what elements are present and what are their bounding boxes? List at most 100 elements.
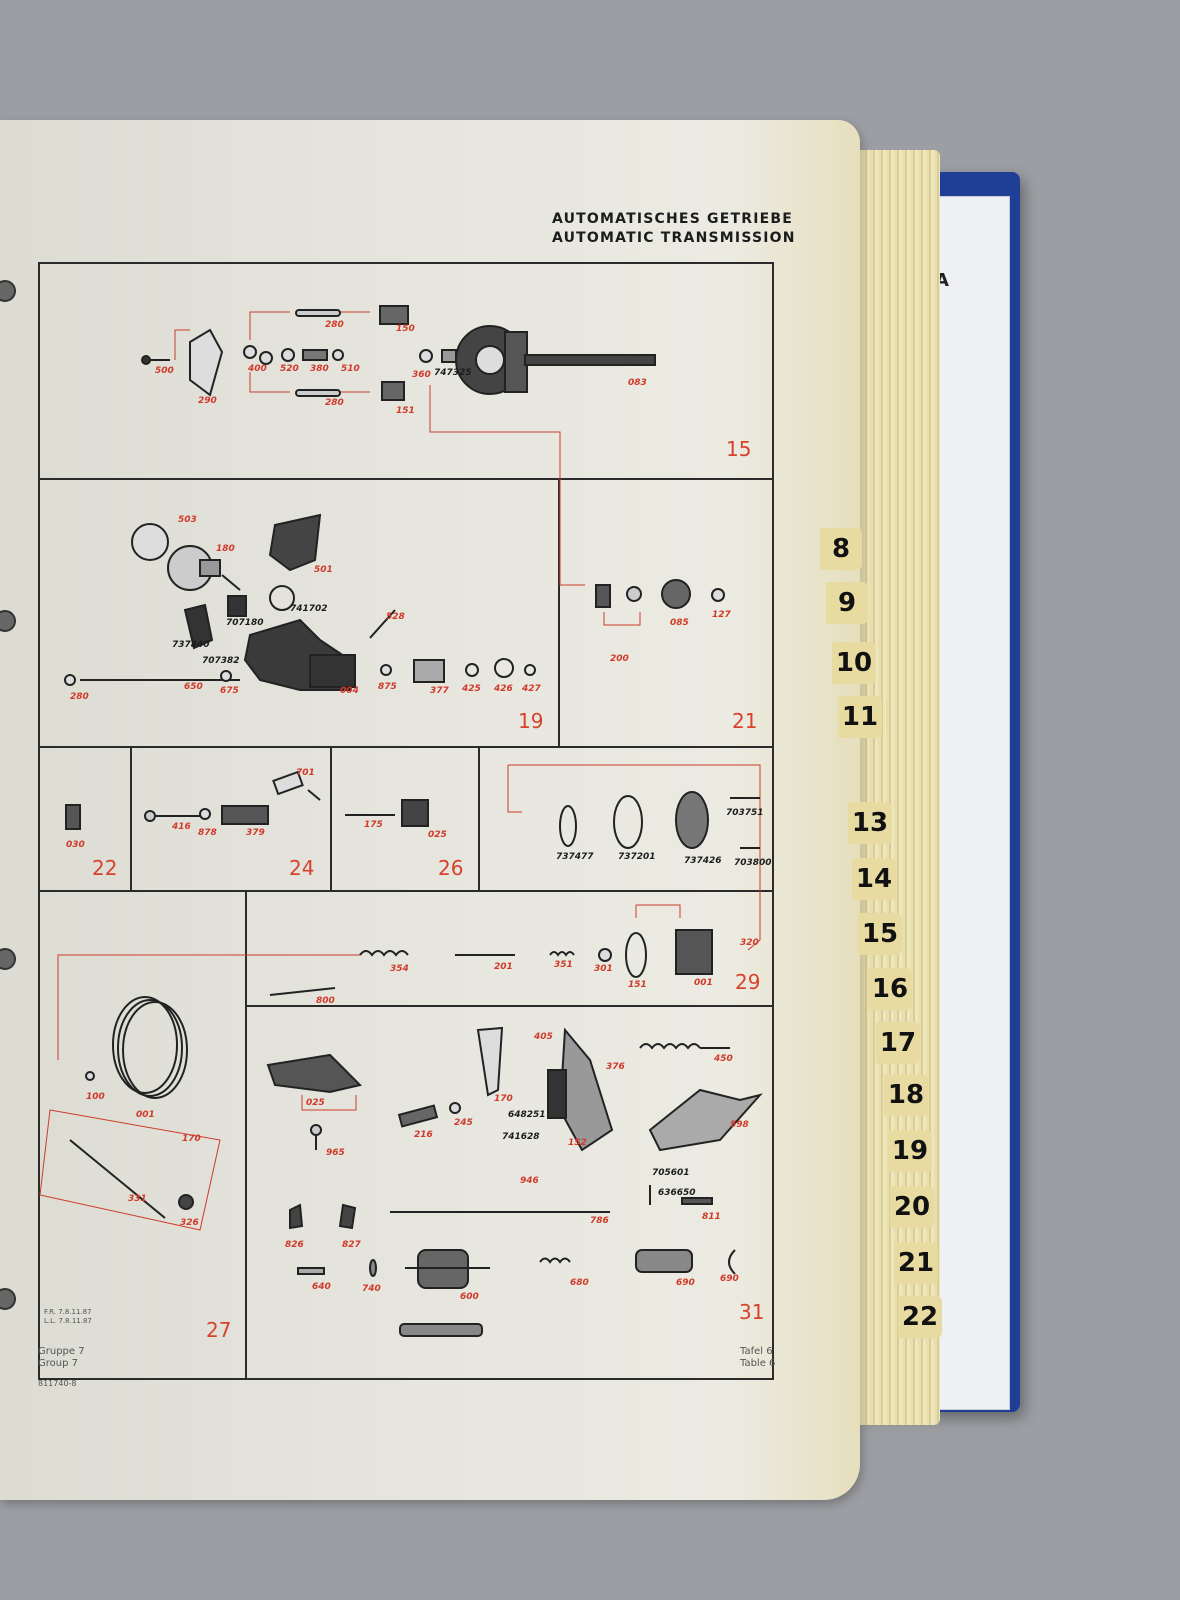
- part-label: 405: [534, 1032, 553, 1042]
- part-label: 600: [460, 1292, 479, 1302]
- part-label: 170: [494, 1094, 513, 1104]
- panel-number-27: 27: [206, 1318, 232, 1342]
- part-label: 245: [454, 1118, 473, 1128]
- index-tab-19[interactable]: 19: [888, 1130, 932, 1172]
- part-label: 100: [86, 1092, 105, 1102]
- panel-number-24: 24: [289, 856, 315, 880]
- part-label: 416: [172, 822, 191, 832]
- divider: [245, 890, 247, 1380]
- part-label: 598: [730, 1120, 749, 1130]
- part-label: 737201: [618, 852, 656, 862]
- part-label: 703751: [726, 808, 764, 818]
- part-label: 085: [670, 618, 689, 628]
- part-label: 740: [362, 1284, 381, 1294]
- part-label: 301: [594, 964, 613, 974]
- part-label: 501: [314, 565, 333, 575]
- part-label: 741702: [290, 604, 328, 614]
- index-tab-21[interactable]: 21: [894, 1242, 938, 1284]
- panel-number-29: 29: [735, 970, 761, 994]
- part-label: 280: [325, 320, 344, 330]
- part-label: 376: [606, 1062, 625, 1072]
- part-label: 200: [610, 654, 629, 664]
- part-label: 510: [341, 364, 360, 374]
- part-label: 360: [412, 370, 431, 380]
- index-tab-13[interactable]: 13: [848, 802, 892, 844]
- binder-ring: [0, 1288, 16, 1310]
- part-label: 280: [325, 398, 344, 408]
- part-label: 878: [198, 828, 217, 838]
- part-label: 811: [702, 1212, 721, 1222]
- part-label: 650: [184, 682, 203, 692]
- panel-number-22: 22: [92, 856, 118, 880]
- binder-ring: [0, 610, 16, 632]
- part-label: 152: [568, 1138, 587, 1148]
- part-label: 025: [306, 1098, 325, 1108]
- divider: [38, 890, 774, 892]
- part-label: 528: [386, 612, 405, 622]
- part-label: 331: [128, 1194, 147, 1204]
- part-label: 786: [590, 1216, 609, 1226]
- divider: [130, 746, 132, 890]
- divider: [38, 478, 774, 480]
- part-label: 280: [70, 692, 89, 702]
- divider: [330, 746, 332, 890]
- divider: [558, 478, 560, 746]
- part-label: 083: [628, 378, 647, 388]
- part-label: 520: [280, 364, 299, 374]
- diagram-frame: [38, 262, 774, 1380]
- revision-note: F.R. 7.8.11.87 L.L. 7.8.11.87: [44, 1308, 92, 1325]
- part-label: 151: [396, 406, 415, 416]
- index-tab-8[interactable]: 8: [820, 528, 862, 570]
- index-tab-17[interactable]: 17: [876, 1022, 920, 1064]
- part-label: 826: [285, 1240, 304, 1250]
- index-tab-18[interactable]: 18: [884, 1074, 928, 1116]
- part-label: 180: [216, 544, 235, 554]
- part-label: 636650: [658, 1188, 696, 1198]
- part-label: 965: [326, 1148, 345, 1158]
- part-label: 705601: [652, 1168, 690, 1178]
- part-label: 025: [428, 830, 447, 840]
- part-label: 216: [414, 1130, 433, 1140]
- part-label: 690: [676, 1278, 695, 1288]
- part-label: 379: [246, 828, 265, 838]
- part-label: 701: [296, 768, 315, 778]
- part-label: 946: [520, 1176, 539, 1186]
- index-tab-22[interactable]: 22: [898, 1296, 942, 1338]
- part-label: 030: [66, 840, 85, 850]
- part-label: 151: [628, 980, 647, 990]
- index-tab-16[interactable]: 16: [868, 968, 912, 1010]
- part-label: 737477: [556, 852, 594, 862]
- footer-group: Gruppe 7 Group 7 811740-8: [38, 1346, 85, 1388]
- index-tab-9[interactable]: 9: [826, 582, 868, 624]
- binder-ring: [0, 948, 16, 970]
- part-label: 175: [364, 820, 383, 830]
- part-label: 648251: [508, 1110, 546, 1120]
- part-label: 427: [522, 684, 541, 694]
- index-tab-10[interactable]: 10: [832, 642, 876, 684]
- part-label: 703800: [734, 858, 772, 868]
- part-label: 675: [220, 686, 239, 696]
- index-tab-20[interactable]: 20: [890, 1186, 934, 1228]
- index-tab-14[interactable]: 14: [852, 858, 896, 900]
- part-label: 001: [694, 978, 713, 988]
- part-label: 690: [720, 1274, 739, 1284]
- binder-inner-sheet: [928, 196, 1010, 1410]
- part-label: 377: [430, 686, 449, 696]
- part-label: 290: [198, 396, 217, 406]
- index-tab-11[interactable]: 11: [838, 696, 882, 738]
- panel-number-15: 15: [726, 437, 752, 461]
- divider: [38, 746, 774, 748]
- part-label: 800: [316, 996, 335, 1006]
- heading-english: AUTOMATIC TRANSMISSION: [552, 230, 796, 246]
- divider: [245, 1005, 774, 1007]
- part-label: 001: [136, 1110, 155, 1120]
- part-label: 741628: [502, 1132, 540, 1142]
- page-heading: AUTOMATISCHES GETRIEBE AUTOMATIC TRANSMI…: [552, 210, 796, 248]
- part-label: 503: [178, 515, 197, 525]
- part-label: 680: [570, 1278, 589, 1288]
- part-label: 380: [310, 364, 329, 374]
- part-label: 127: [712, 610, 731, 620]
- part-label: 354: [390, 964, 409, 974]
- index-tab-15[interactable]: 15: [858, 913, 902, 955]
